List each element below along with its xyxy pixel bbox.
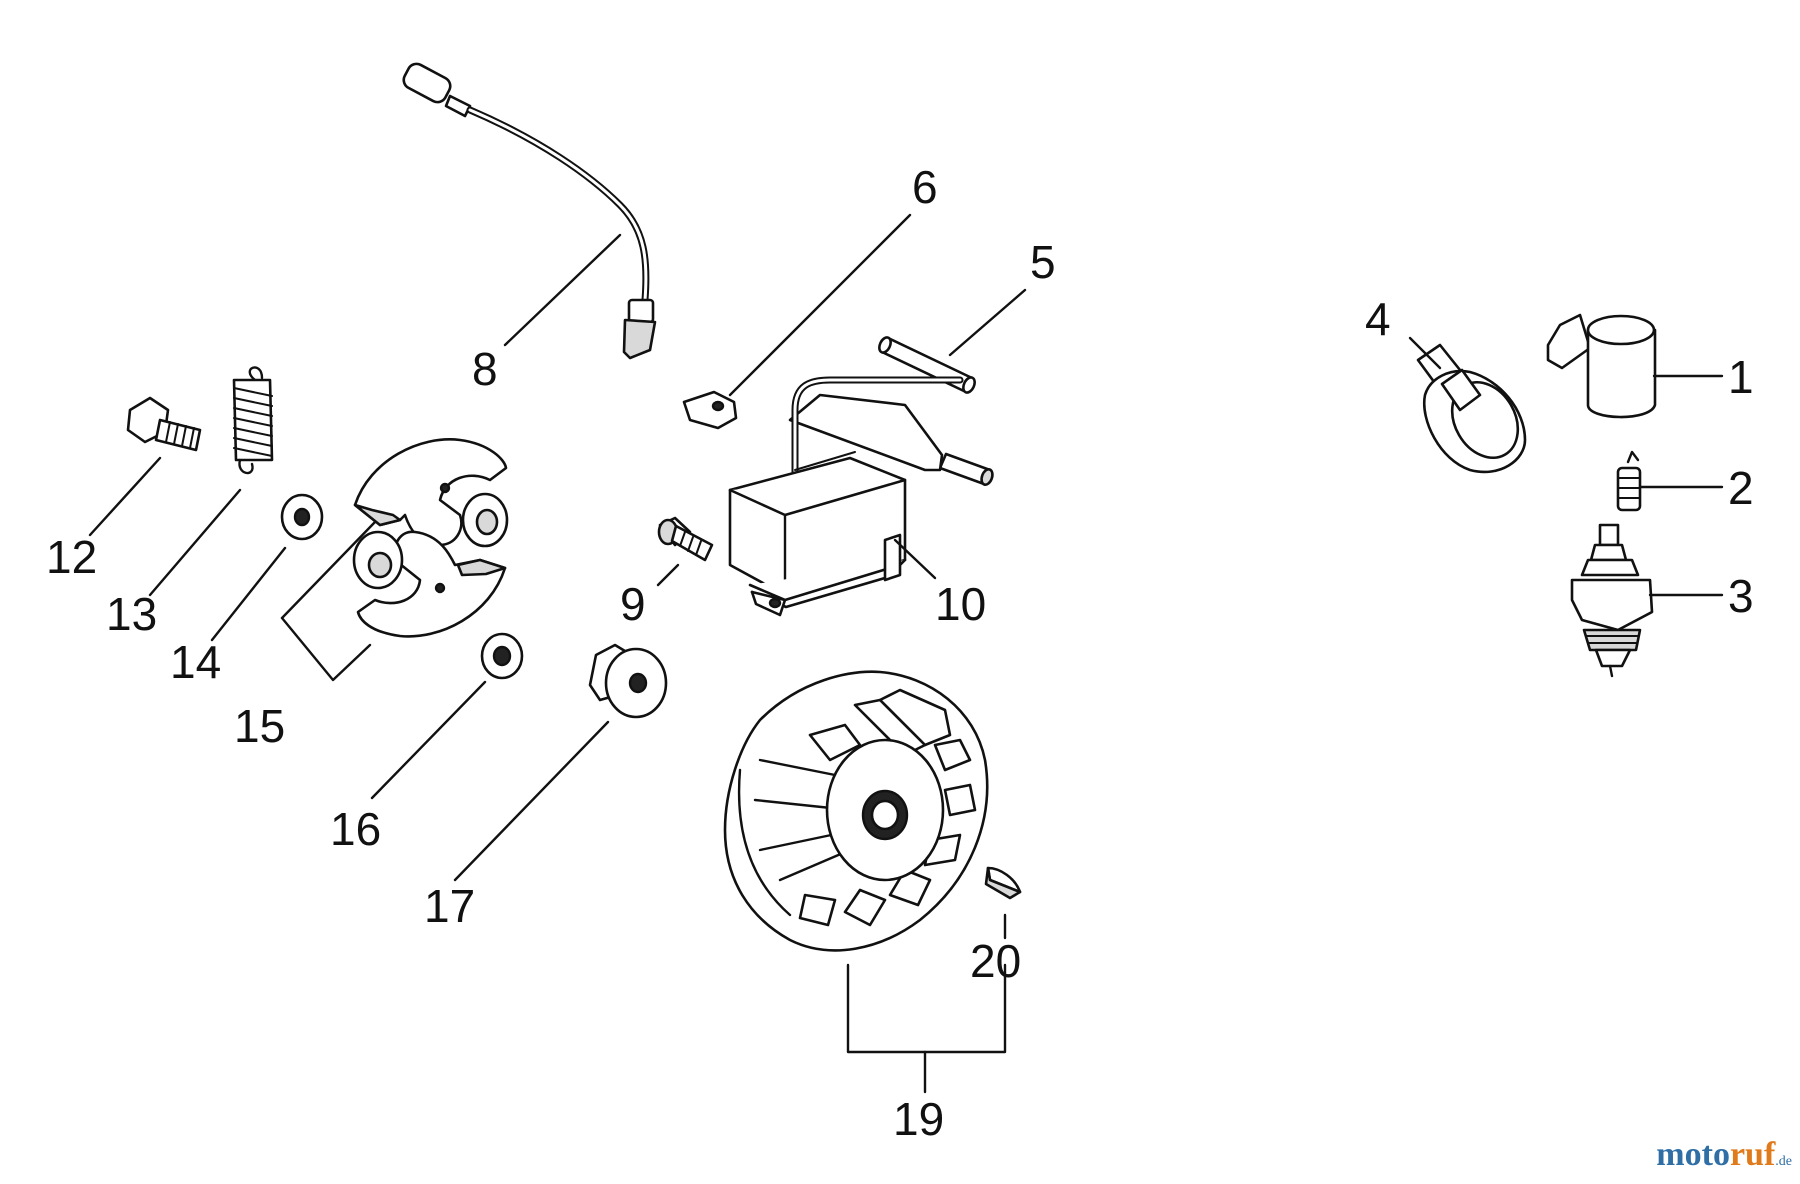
callout-12: 12 [46,531,97,583]
callout-10: 10 [935,578,986,630]
part-9-screw [657,516,714,562]
callout-13: 13 [106,588,157,640]
watermark-logo: motoruf.de [1656,1136,1792,1174]
callout-16: 16 [330,803,381,855]
callout-14: 14 [170,636,221,688]
part-10-ignition-coil [728,376,964,617]
callout-20: 20 [970,935,1021,987]
part-17-hub-nut [588,643,668,719]
callout-5: 5 [1030,236,1056,288]
callout-4: 4 [1365,293,1391,345]
callout-8: 8 [472,343,498,395]
callout-2: 2 [1728,462,1754,514]
part-2-terminal-nut [1616,450,1642,512]
watermark-part2: ruf [1729,1136,1776,1173]
callout-19: 19 [893,1093,944,1145]
callout-labels: 1 2 3 4 5 6 8 9 10 12 13 14 15 16 17 19 … [46,161,1754,1145]
callout-15: 15 [234,700,285,752]
part-1-plug-cap [1546,313,1657,419]
callout-9: 9 [620,578,646,630]
part-12-bolt [126,396,202,452]
part-8-ignition-wire [402,62,657,360]
part-3-spark-plug [1570,523,1654,678]
part-4-boot [1416,343,1527,474]
part-13-spring [232,366,274,475]
part-14-washer [280,493,324,541]
part-15-clutch-shoes [352,438,509,638]
watermark-part3: .de [1775,1154,1792,1169]
callout-1: 1 [1728,351,1754,403]
callout-17: 17 [424,880,475,932]
part-19-flywheel [723,670,989,952]
part-16-washer [480,632,524,680]
watermark-part1: moto [1656,1136,1730,1173]
callout-3: 3 [1728,570,1754,622]
part-20-key [984,866,1022,900]
part-6-clip [682,390,738,430]
callout-6: 6 [912,161,938,213]
leader-lines [88,213,1724,1094]
